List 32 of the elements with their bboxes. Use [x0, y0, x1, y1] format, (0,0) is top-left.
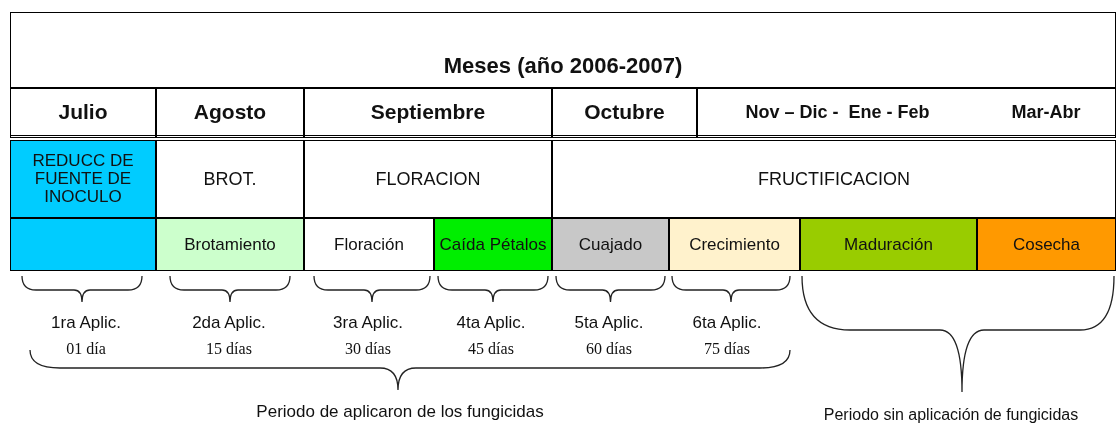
phase-cell: BROT. — [156, 140, 304, 218]
stage-cell: Brotamiento — [156, 218, 304, 271]
month-header: Nov – Dic - Ene - Feb — [697, 88, 977, 138]
month-header: Mar-Abr — [977, 88, 1116, 138]
day-label: 60 días — [585, 340, 633, 358]
application-label: 2da Aplic. — [191, 313, 267, 333]
month-header: Agosto — [156, 88, 304, 138]
month-header: Septiembre — [304, 88, 552, 138]
table-title: Meses (año 2006-2007) — [10, 12, 1116, 88]
day-label: 75 días — [703, 340, 751, 358]
application-label: 3ra Aplic. — [332, 313, 404, 333]
stage-cell: Cosecha — [977, 218, 1116, 271]
application-label: 6ta Aplic. — [691, 313, 763, 333]
phase-cell: REDUCC DE FUENTE DE INOCULO — [10, 140, 156, 218]
day-label: 01 día — [65, 340, 107, 358]
period-label: Periodo de aplicaron de los fungicidas — [255, 402, 545, 422]
day-label: 45 días — [467, 340, 515, 358]
application-label: 1ra Aplic. — [50, 313, 122, 333]
day-label: 15 días — [205, 340, 253, 358]
application-label: 4ta Aplic. — [455, 313, 527, 333]
period-label: Periodo sin aplicación de fungicidas — [822, 406, 1080, 424]
stage-cell: Floración — [304, 218, 434, 271]
phase-cell: FRUCTIFICACION — [552, 140, 1116, 218]
stage-cell: Maduración — [800, 218, 977, 271]
stage-cell: Crecimiento — [669, 218, 800, 271]
month-header: Julio — [10, 88, 156, 138]
month-header: Octubre — [552, 88, 697, 138]
stage-cell: Caída Pétalos — [434, 218, 552, 271]
application-label: 5ta Aplic. — [573, 313, 645, 333]
stage-cell: Cuajado — [552, 218, 669, 271]
day-label: 30 días — [344, 340, 392, 358]
phase-cell: FLORACION — [304, 140, 552, 218]
